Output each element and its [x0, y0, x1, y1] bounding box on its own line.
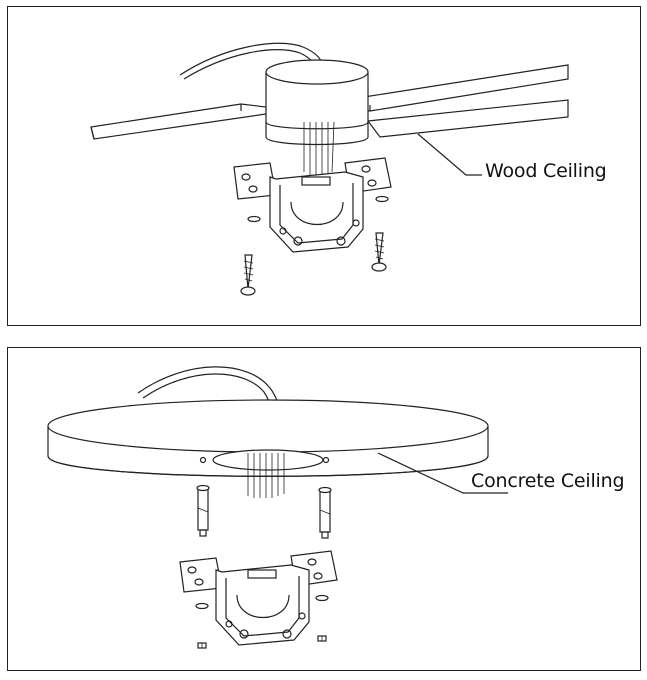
screw-left — [197, 642, 207, 649]
wires — [303, 121, 335, 175]
screw-right — [317, 635, 327, 642]
wood-ceiling-panel: Wood Ceiling — [7, 6, 641, 326]
mounting-bracket — [233, 157, 392, 253]
wall-anchor-left — [196, 484, 210, 537]
wires — [247, 453, 285, 498]
concrete-ceiling-illustration — [47, 366, 508, 649]
wood-ceiling-illustration — [90, 42, 569, 296]
joist-left — [90, 103, 267, 140]
label-leader-line — [417, 133, 482, 176]
junction-box — [265, 59, 369, 146]
mounting-bracket — [179, 550, 338, 646]
wood-screw-right — [371, 232, 387, 272]
washer-right — [315, 594, 329, 602]
concrete-ceiling-panel: Concrete Ceiling — [7, 347, 641, 671]
wood-screw-left — [240, 254, 256, 296]
concrete-slab — [47, 399, 489, 477]
concrete-ceiling-label: Concrete Ceiling — [471, 470, 625, 492]
washer-left — [247, 215, 261, 223]
joist-right — [352, 64, 569, 138]
label-leader-line — [377, 452, 508, 494]
wall-anchor-right — [318, 486, 332, 539]
washer-right — [375, 195, 389, 203]
washer-left — [195, 602, 209, 610]
wood-ceiling-label: Wood Ceiling — [485, 160, 607, 182]
